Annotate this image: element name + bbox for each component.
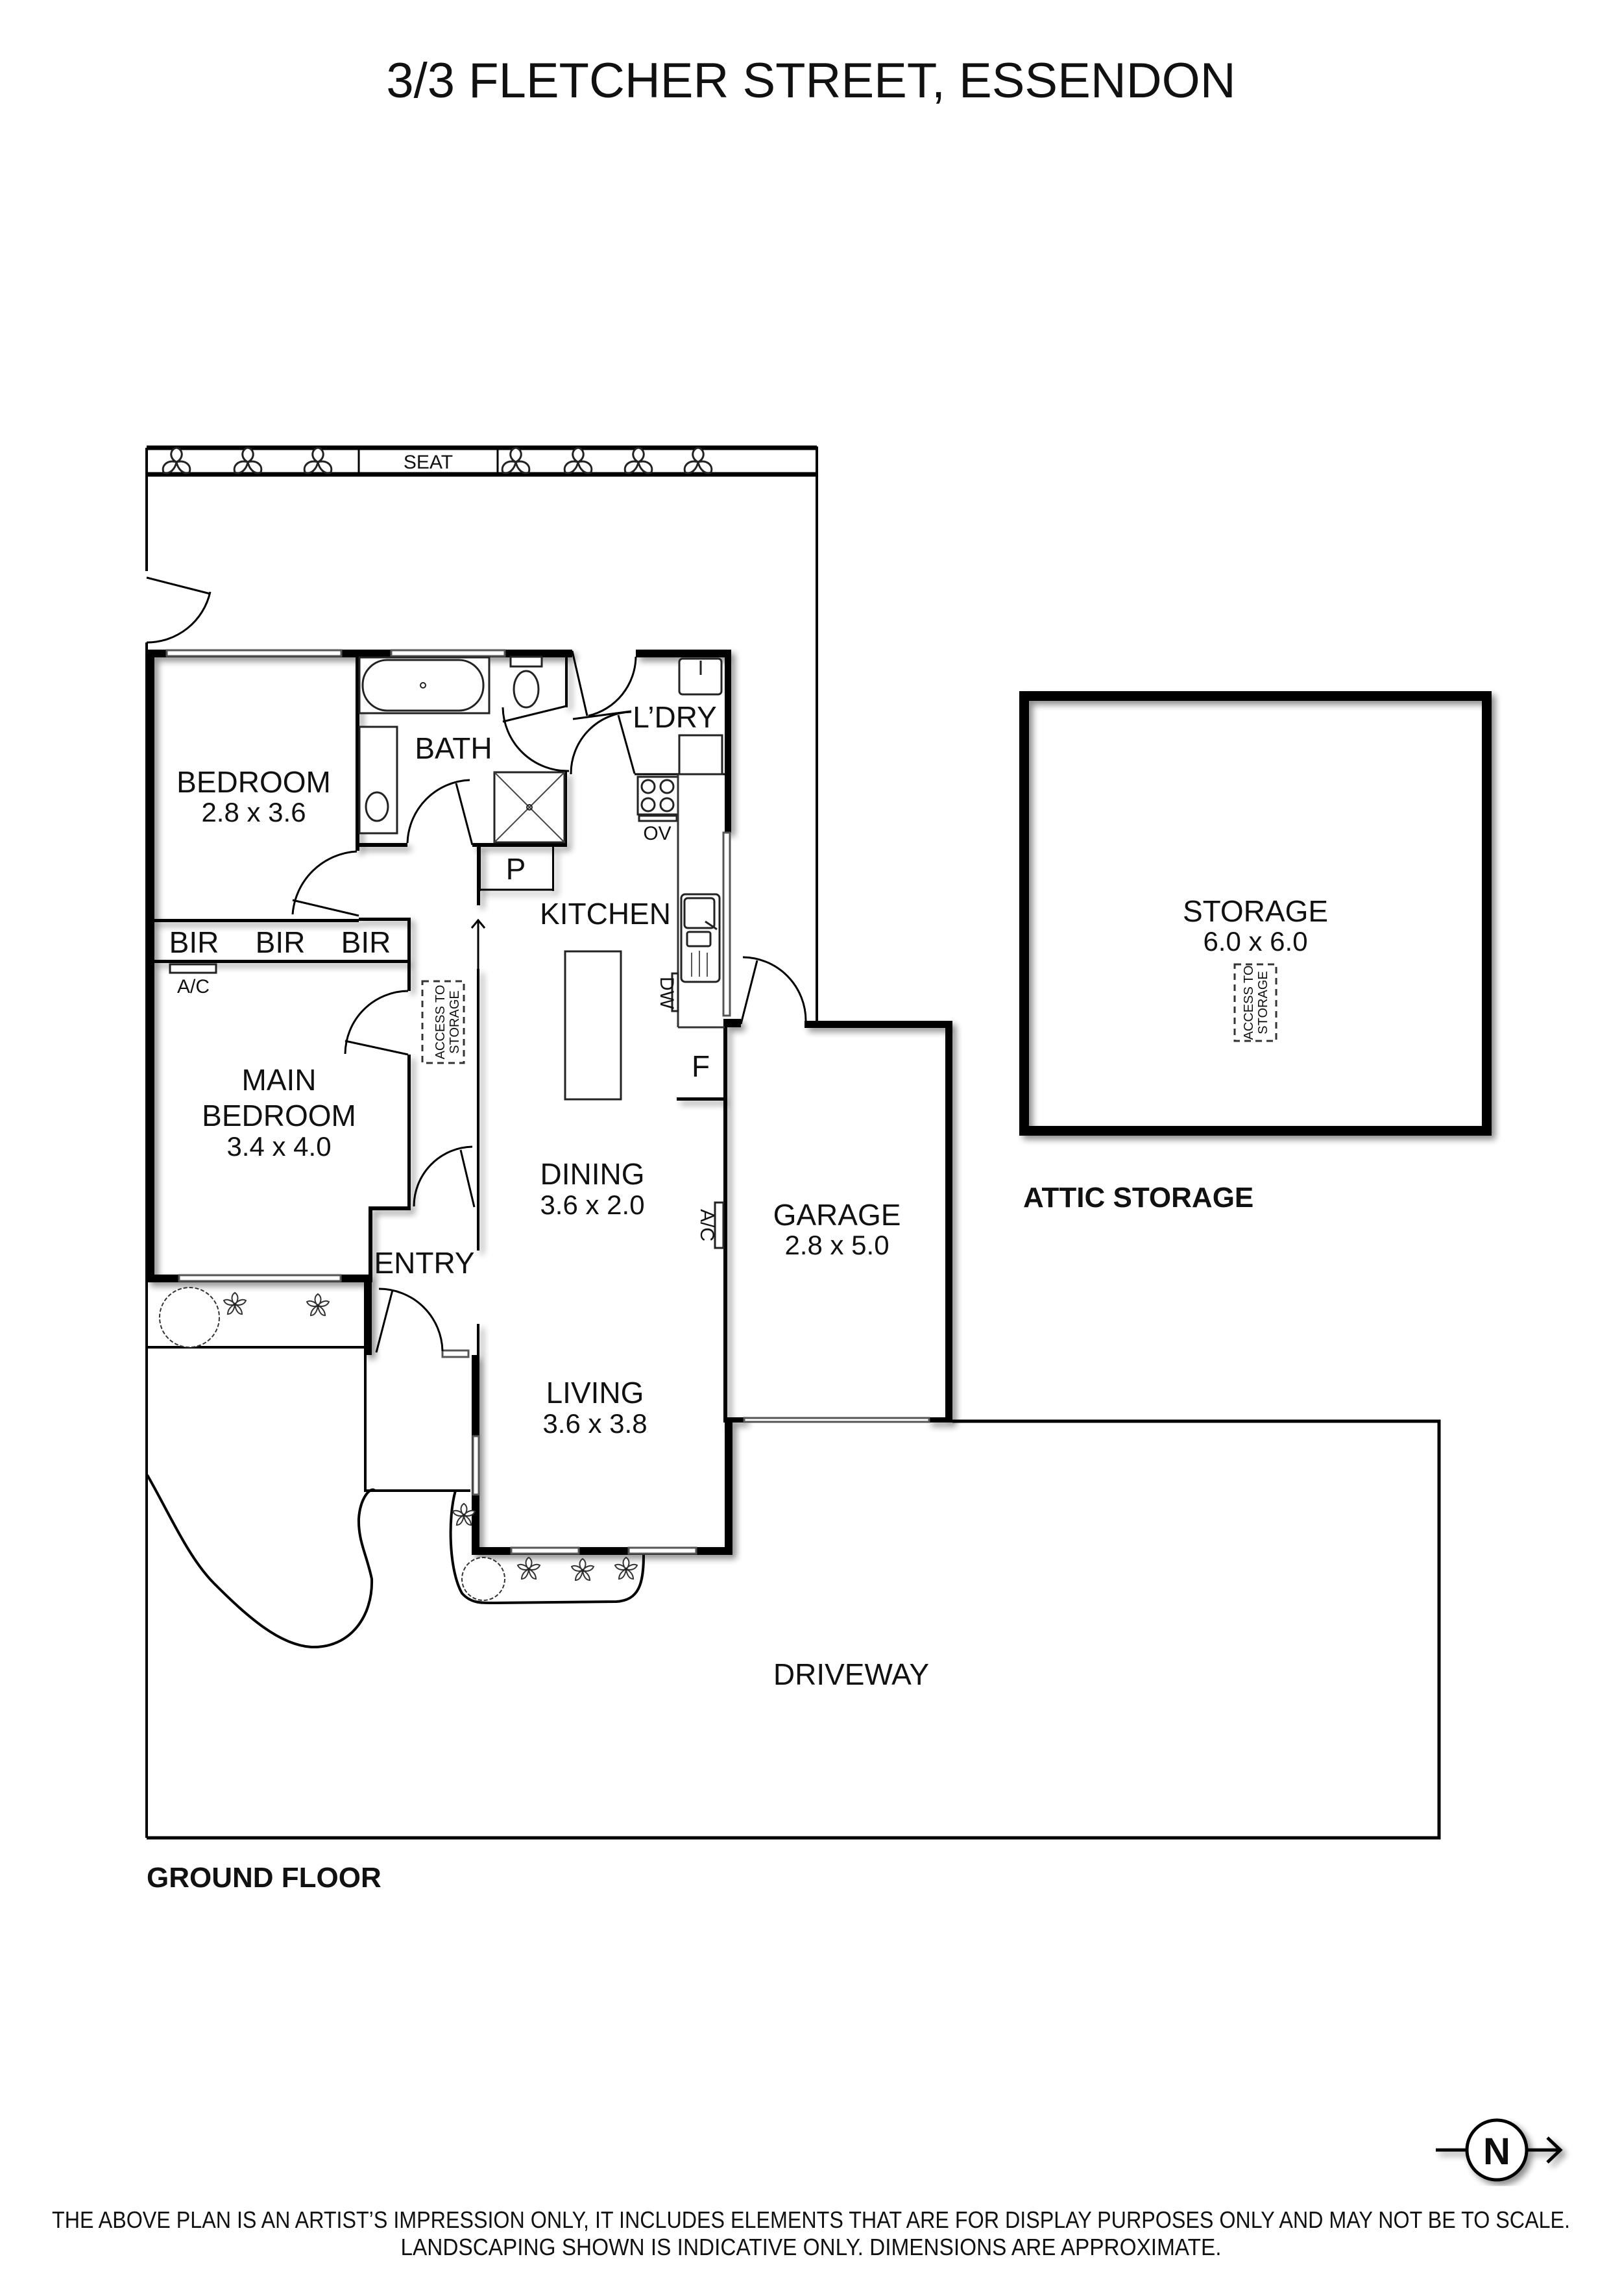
windows <box>165 649 930 1555</box>
compass-north-label: N <box>1483 2131 1510 2173</box>
section-label-ground-floor: GROUND FLOOR <box>147 1862 381 1894</box>
ac-label-dining: A/C <box>696 1209 718 1241</box>
ac-label-bedroom: A/C <box>177 976 210 997</box>
bir-label-3: BIR <box>341 925 391 959</box>
room-dims-bedroom: 2.8 x 3.6 <box>201 797 306 827</box>
svg-text:STORAGE: STORAGE <box>448 990 462 1053</box>
room-label-garage: GARAGE <box>773 1198 901 1232</box>
room-label-driveway: DRIVEWAY <box>773 1657 929 1691</box>
oven-label: OV <box>643 823 671 844</box>
dishwasher-label: DW <box>656 977 677 1010</box>
svg-text:ACCESS TO: ACCESS TO <box>433 985 448 1060</box>
landscaping <box>146 1287 645 1649</box>
access-hatch <box>421 980 465 1064</box>
room-label-living: LIVING <box>546 1376 644 1410</box>
north-compass: N <box>1436 2118 1563 2182</box>
access-hatch-attic-label: ACCESS TO STORAGE <box>1242 966 1270 1040</box>
plan-title: 3/3 FLETCHER STREET, ESSENDON <box>386 53 1235 108</box>
driveway-outline <box>147 1419 1441 1840</box>
yard-gate <box>146 576 211 595</box>
attic-storage-walls <box>1019 691 1492 1136</box>
room-label-bath: BATH <box>415 731 492 765</box>
room-dims-garage: 2.8 x 5.0 <box>784 1230 889 1260</box>
room-dims-storage: 6.0 x 6.0 <box>1203 926 1307 957</box>
room-label-main-bedroom-line1: MAIN <box>242 1063 317 1097</box>
bir-label-1: BIR <box>169 925 219 959</box>
seat-label: SEAT <box>404 452 453 473</box>
room-label-main-bedroom-line2: BEDROOM <box>202 1099 356 1132</box>
room-dims-main-bedroom: 3.4 x 4.0 <box>226 1131 331 1162</box>
disclaimer-line-2: LANDSCAPING SHOWN IS INDICATIVE ONLY. DI… <box>401 2234 1222 2260</box>
room-label-laundry: L’DRY <box>633 700 717 734</box>
svg-text:ACCESS TO: ACCESS TO <box>1242 966 1256 1040</box>
access-hatch-label: ACCESS TO STORAGE <box>433 985 462 1060</box>
room-label-bedroom: BEDROOM <box>176 765 331 799</box>
room-label-entry: ENTRY <box>374 1246 474 1280</box>
fixtures <box>147 655 725 1492</box>
room-dims-dining: 3.6 x 2.0 <box>540 1190 644 1220</box>
room-dims-living: 3.6 x 3.8 <box>542 1408 647 1439</box>
svg-text:STORAGE: STORAGE <box>1256 971 1270 1034</box>
disclaimer-line-1: THE ABOVE PLAN IS AN ARTIST’S IMPRESSION… <box>52 2206 1570 2233</box>
pantry-label: P <box>506 852 526 886</box>
room-label-kitchen: KITCHEN <box>540 897 671 931</box>
bir-label-2: BIR <box>256 925 306 959</box>
access-hatch-attic <box>1233 963 1277 1042</box>
section-label-attic: ATTIC STORAGE <box>1023 1182 1253 1214</box>
room-label-dining: DINING <box>540 1157 645 1191</box>
fridge-label: F <box>692 1049 710 1083</box>
room-label-storage: STORAGE <box>1183 894 1328 928</box>
